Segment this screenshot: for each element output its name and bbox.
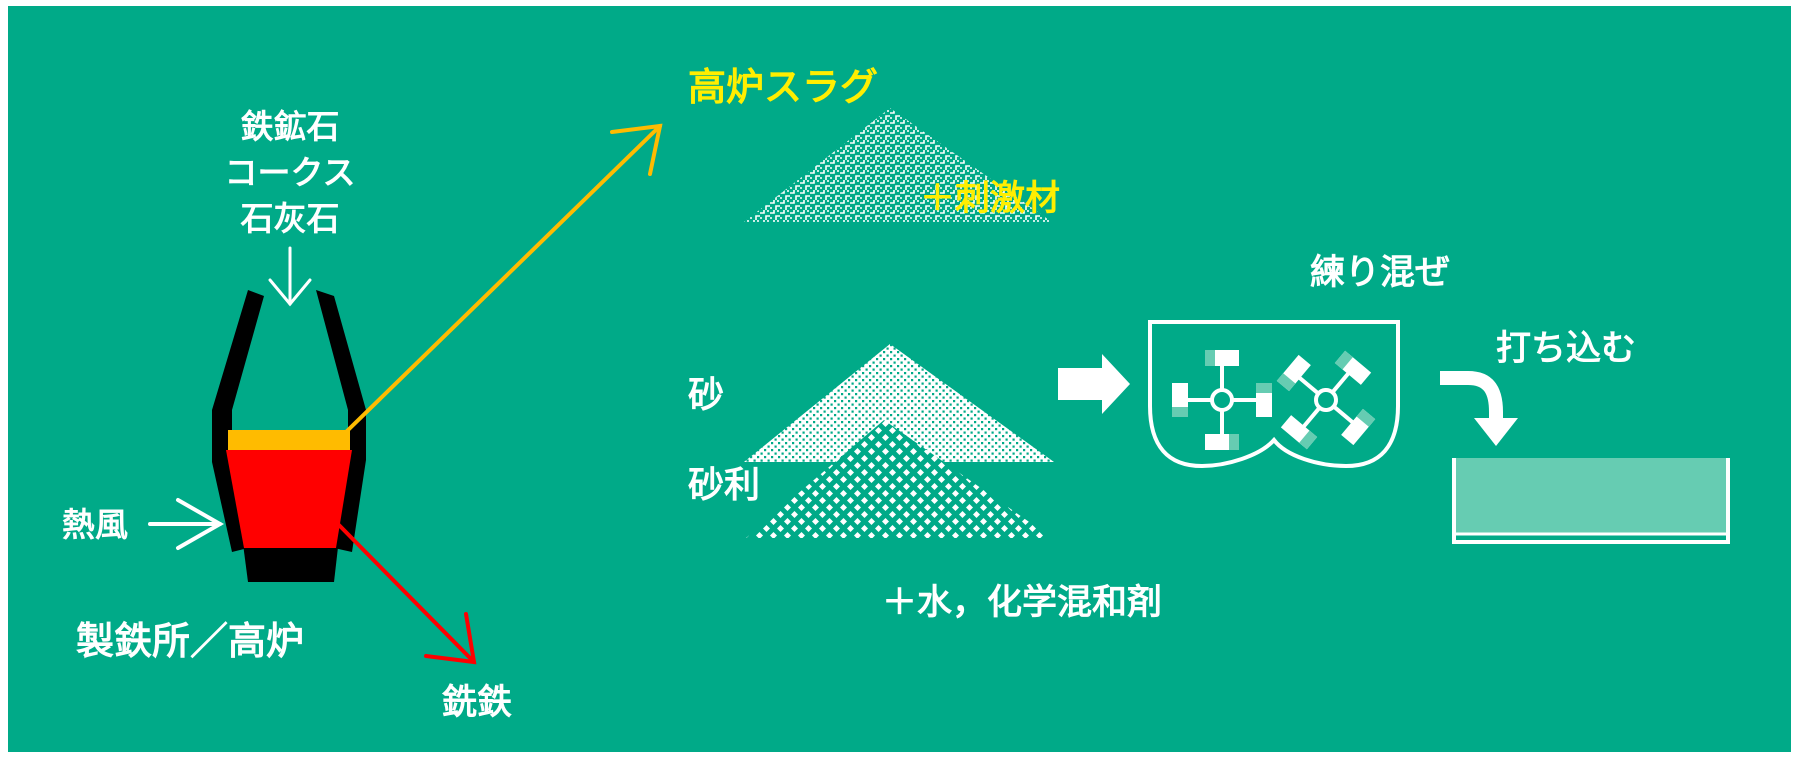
casting-label: 打ち込む [1496, 329, 1637, 369]
mold-fill [1454, 458, 1728, 534]
input-limestone: 石灰石 [240, 199, 340, 238]
curved-arrow-down-icon [1440, 371, 1518, 446]
arrow-down-right-icon [332, 518, 477, 665]
arrow-down-icon [268, 246, 312, 307]
hot-air-label: 熱風 [62, 505, 128, 544]
activator-label: ＋刺激材 [920, 179, 1061, 219]
sand-label: 砂 [688, 375, 725, 416]
blast-furnace [212, 290, 366, 582]
furnace-caption: 製鉄所／高炉 [76, 619, 305, 663]
additives-label: ＋水，化学混和剤 [882, 583, 1163, 623]
furnace-right-wall [316, 290, 366, 552]
sand-pile [744, 344, 1054, 462]
rotor-left [1172, 350, 1272, 450]
input-coke: コークス [224, 153, 356, 192]
slag-title: 高炉スラグ [688, 65, 879, 109]
slag-layer [228, 430, 350, 450]
input-iron-ore: 鉄鉱石 [240, 107, 340, 146]
pig-iron-label: 銑鉄 [442, 683, 513, 723]
gravel-label: 砂利 [688, 465, 761, 506]
furnace-left-wall [212, 290, 264, 552]
slag-pile [744, 108, 1052, 222]
block-arrow-right-icon [1058, 354, 1130, 414]
molten-iron [226, 450, 352, 548]
mold-tray-icon [1452, 458, 1730, 544]
twin-shaft-mixer-icon [1148, 320, 1400, 469]
gravel-pile [746, 420, 1052, 538]
mixing-label: 練り混ぜ [1310, 253, 1451, 293]
arrow-right-icon [148, 498, 225, 550]
rotor-right [1276, 350, 1376, 450]
furnace-inputs: 鉄鉱石 コークス 石灰石 [220, 104, 360, 242]
arrow-up-right-icon [344, 123, 663, 434]
